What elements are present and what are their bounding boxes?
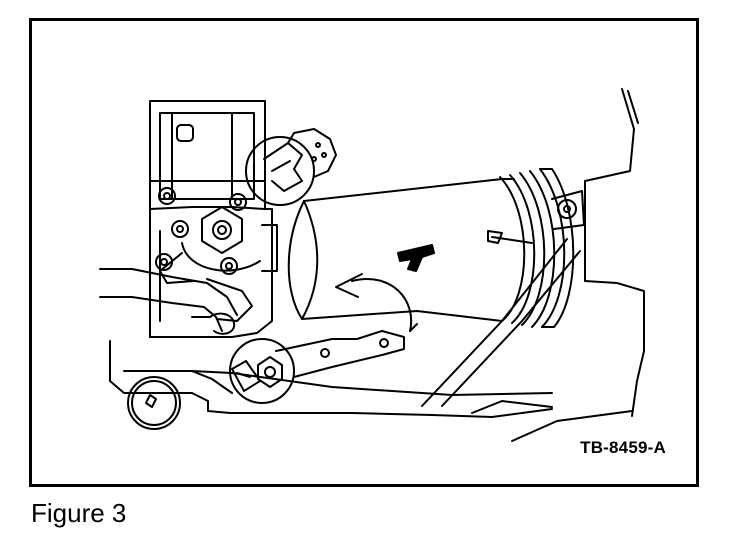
motor-housing (287, 168, 585, 328)
hex-nut (201, 206, 243, 254)
detail-circle-pivot-bolt (229, 338, 295, 404)
figure-code: TB-8459-A (580, 438, 666, 457)
mounting-bracket (109, 340, 553, 418)
curved-arrow-counterclockwise (335, 273, 418, 332)
wiper-motor-illustration (99, 88, 645, 442)
detail-circle-linkage-connector (245, 128, 337, 206)
linkage-arm (275, 330, 405, 378)
figure-frame: TB-8459-A (29, 18, 699, 487)
slotted-tab (191, 312, 236, 335)
mounting-bolts (155, 187, 247, 275)
gear-housing (159, 224, 278, 322)
figure-caption: Figure 3 (31, 498, 127, 528)
t-handle-tool (397, 244, 435, 272)
round-knob (127, 376, 181, 430)
mounting-plate (149, 100, 273, 338)
hose (99, 268, 238, 332)
